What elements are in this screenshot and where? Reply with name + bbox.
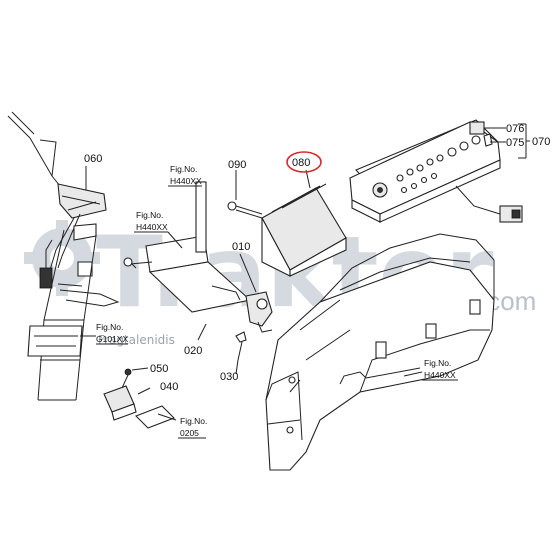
connector-plug: [39, 267, 53, 289]
indicator-lamps: [396, 135, 481, 194]
sensor-bracket: [135, 405, 175, 429]
bolt-090: 090: [227, 159, 263, 219]
fig-ref-h440-mid-code: H440XX: [136, 222, 168, 232]
fig-ref-0205-code: 0205: [180, 428, 199, 438]
fig-ref-h440-top-title: Fig.No.: [170, 164, 197, 174]
fig-ref-h440-top: Fig.No. H440XX: [168, 164, 202, 187]
sensor-assembly: 050 040: [103, 363, 178, 429]
part-075: [483, 133, 493, 147]
fig-ref-h440-mid: Fig.No. H440XX: [134, 210, 183, 249]
wire-clip: [59, 289, 120, 307]
callout-070: 070: [532, 136, 550, 148]
control-unit-080: 080: [261, 151, 347, 277]
mount-bracket-assembly: 010 020 030: [123, 181, 273, 383]
fig-ref-0205: Fig.No. 0205: [178, 416, 207, 439]
fig-ref-h440-right-code: H440XX: [424, 370, 456, 380]
column-bracket: [27, 325, 83, 357]
fig-ref-g101-code: G101XX: [96, 334, 128, 344]
lever-bracket: [57, 183, 107, 219]
callout-080: 080: [292, 157, 310, 169]
part-050: [124, 368, 132, 376]
fig-ref-0205-title: Fig.No.: [180, 416, 207, 426]
fig-ref-g101: Fig.No. G101XX: [80, 322, 128, 345]
fig-ref-h440-mid-title: Fig.No.: [136, 210, 163, 220]
bracket-post: [195, 181, 207, 253]
screw-030: [235, 331, 247, 343]
instrument-cluster: 076 075 070: [349, 119, 550, 223]
callout-010: 010: [232, 241, 250, 253]
callout-020: 020: [184, 345, 202, 357]
fig-ref-h440-right: Fig.No. H440XX: [403, 358, 458, 381]
dashboard-panel: [265, 261, 495, 471]
callout-050: 050: [150, 363, 168, 375]
fig-ref-h440-right-title: Fig.No.: [424, 358, 451, 368]
callout-060: 060: [84, 153, 102, 165]
column-clamp: [73, 223, 97, 241]
callout-090: 090: [228, 159, 246, 171]
fig-ref-h440-top-code: H440XX: [170, 176, 202, 186]
fig-ref-g101-title: Fig.No.: [96, 322, 123, 332]
lever-grip: [7, 111, 35, 139]
callout-040: 040: [160, 381, 178, 393]
dashboard-housing: [265, 233, 495, 471]
callout-080-highlight: [286, 151, 322, 173]
part-076: [469, 121, 485, 135]
callout-030: 030: [220, 371, 238, 383]
callout-076: 076: [506, 123, 524, 135]
shift-lever-assembly: 060: [7, 111, 120, 401]
callout-075: 075: [506, 137, 524, 149]
